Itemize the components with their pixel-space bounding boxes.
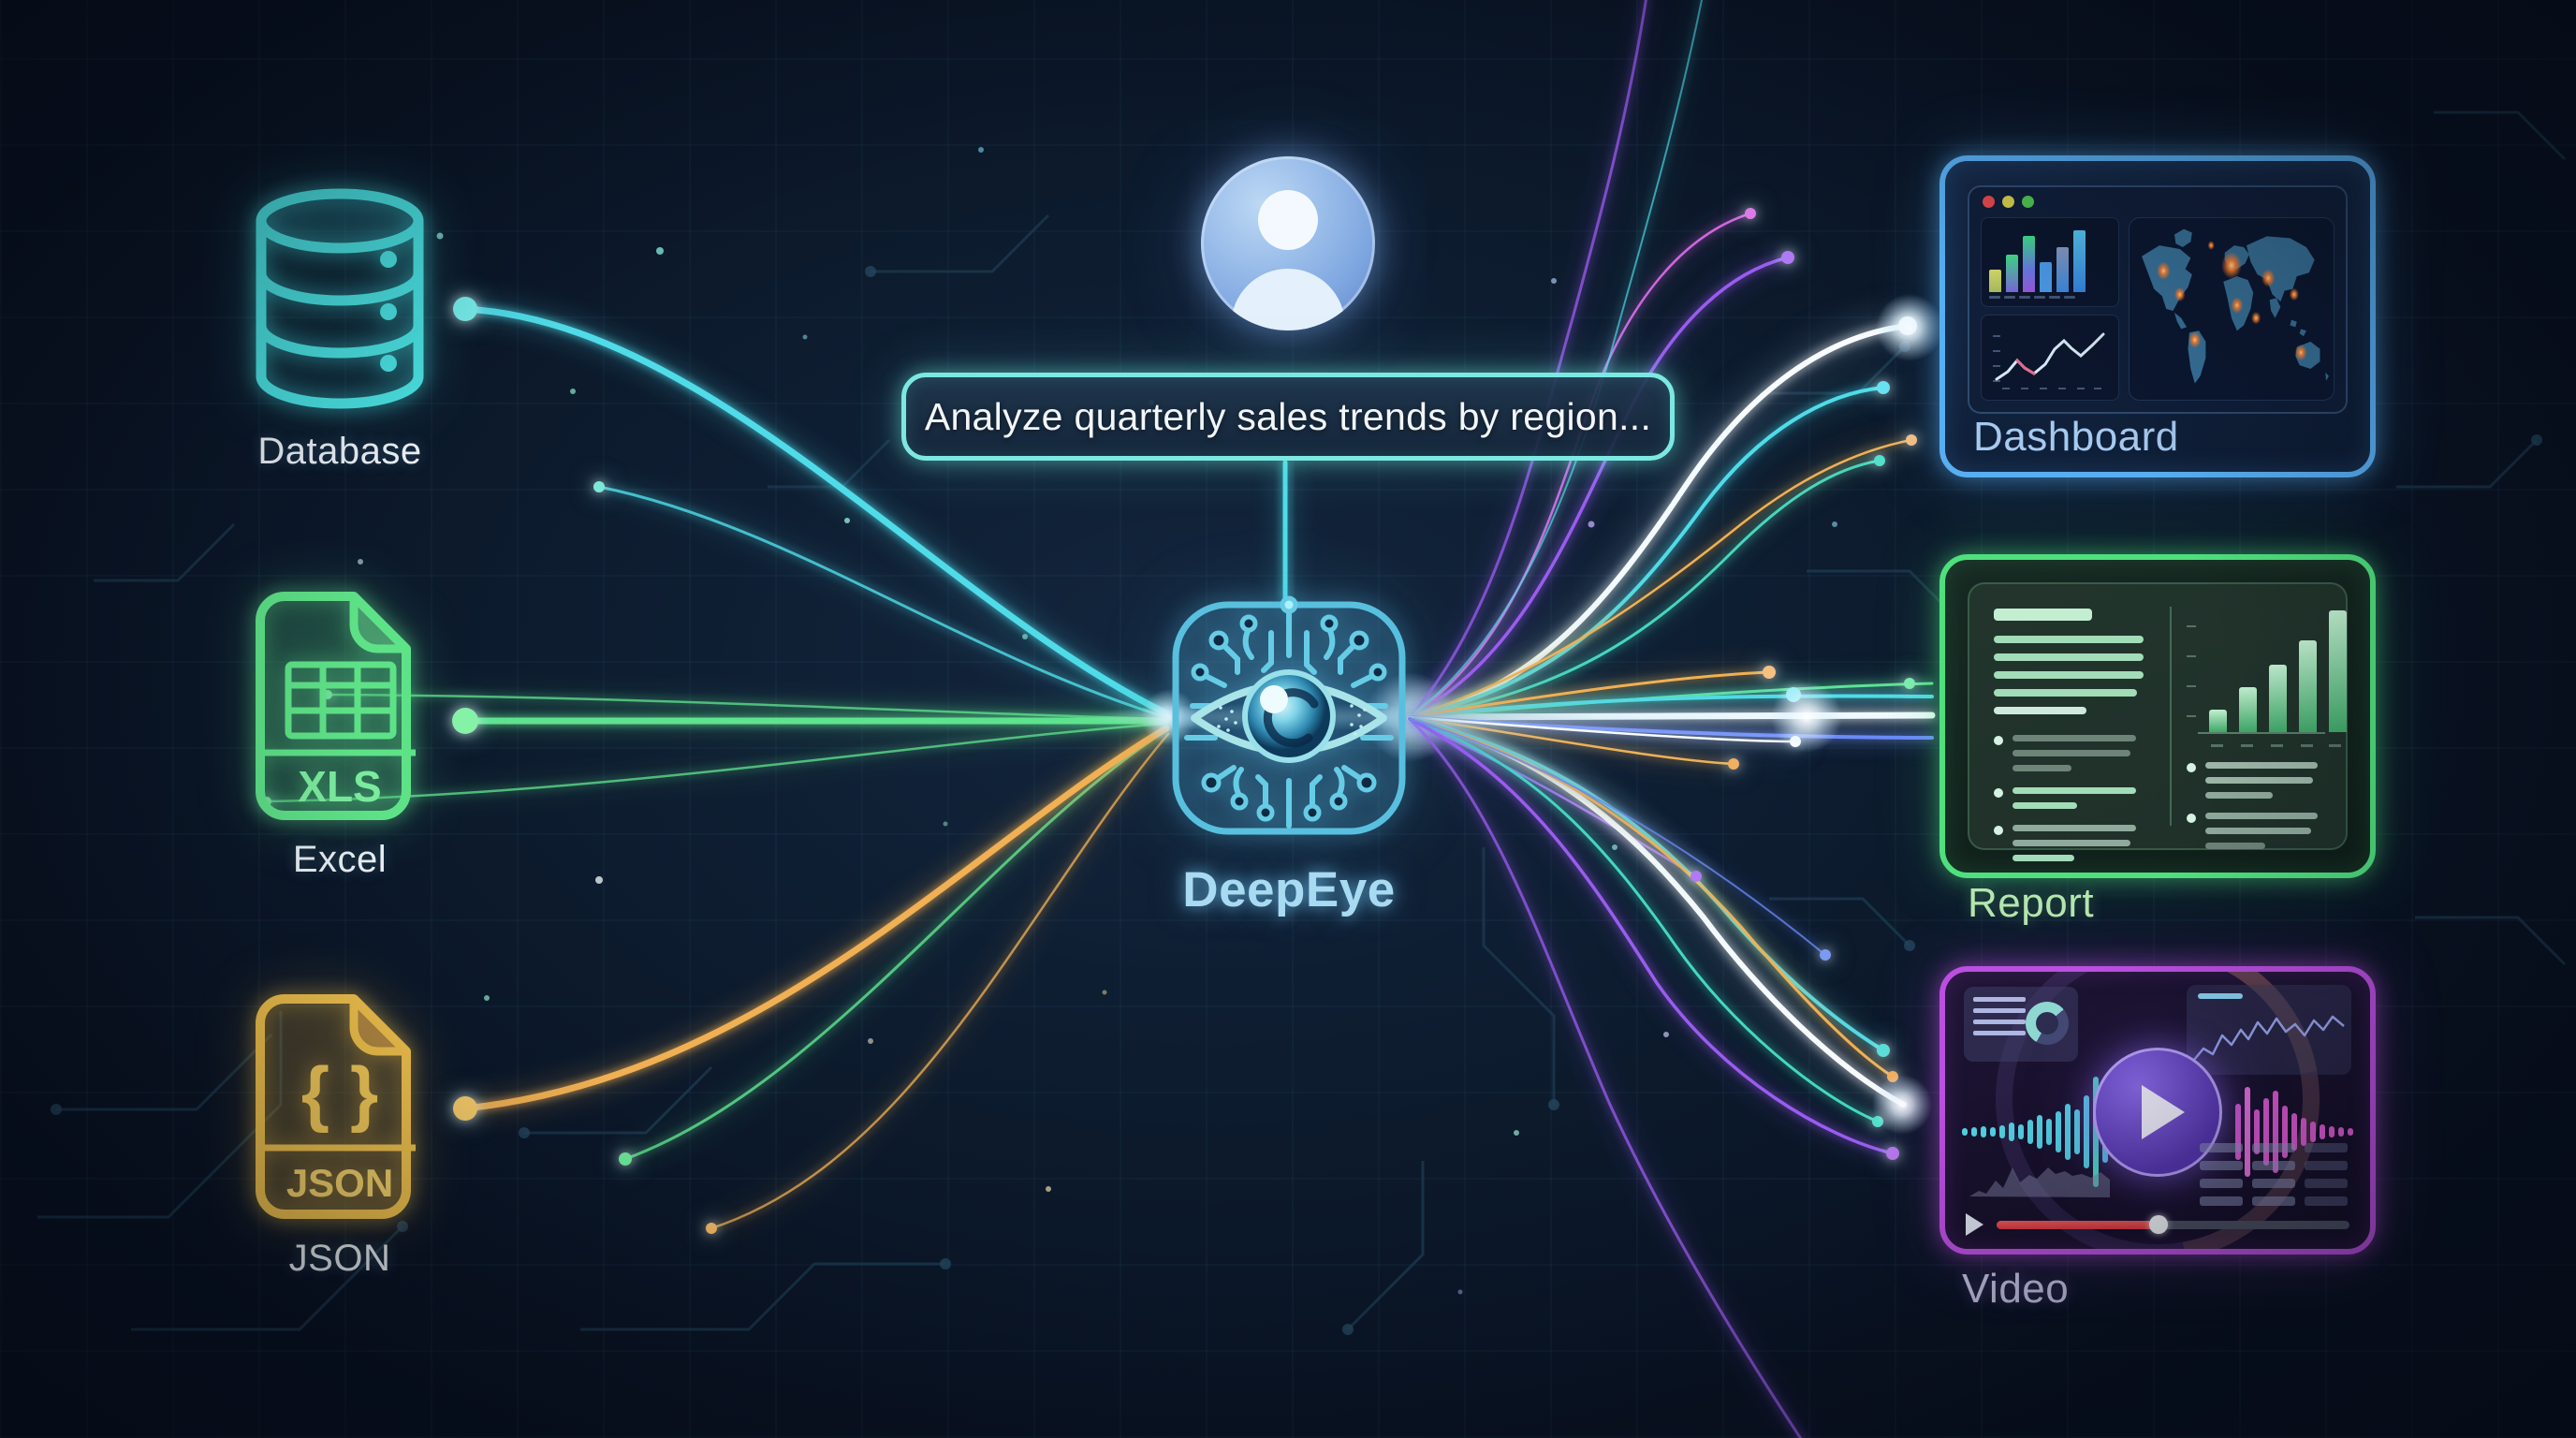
report-label: Report (1968, 880, 2095, 926)
avatar-torso (1231, 269, 1345, 330)
video-line-chart-panel (2187, 985, 2351, 1075)
output-card-report (1939, 554, 2376, 878)
video-stats-panel (1964, 987, 2078, 1062)
json-file-icon: { } JSON (256, 994, 416, 1219)
output-card-video (1939, 966, 2376, 1255)
line-chart-thumbnail (1981, 315, 2119, 401)
engine-name-label: DeepEye (1182, 862, 1396, 917)
deepeye-circuit-eye-icon (1172, 595, 1406, 835)
json-label: JSON (288, 1238, 391, 1279)
json-braces-glyph: { } (301, 1051, 378, 1134)
particle-dots (358, 147, 1837, 1295)
zoom-dot-icon (2022, 196, 2034, 208)
report-document (1968, 582, 2348, 861)
bar-chart-thumbnail (1981, 217, 2119, 307)
grey-waveform-decoration (1969, 1167, 2110, 1197)
donut-chart-icon (2026, 1002, 2069, 1045)
source-node-json: { } JSON JSON (245, 990, 434, 1280)
database-icon (256, 188, 424, 409)
dashboard-window (1968, 185, 2348, 414)
video-label: Video (1962, 1266, 2070, 1312)
database-label: Database (257, 431, 422, 472)
user-avatar-icon (1201, 156, 1375, 330)
play-triangle-icon (2142, 1085, 2185, 1139)
dashboard-label: Dashboard (1973, 414, 2179, 460)
report-column-divider (2170, 607, 2172, 826)
report-text-column (1994, 609, 2153, 861)
report-bar-chart (2187, 609, 2347, 749)
source-node-excel: XLS Excel (245, 588, 434, 881)
source-node-database: Database (242, 183, 438, 473)
json-badge: JSON (286, 1161, 393, 1205)
query-bubble[interactable]: Analyze quarterly sales trends by region… (901, 373, 1675, 461)
query-text: Analyze quarterly sales trends by region… (924, 394, 1652, 438)
minimize-dot-icon (2002, 196, 2014, 208)
small-play-icon[interactable] (1966, 1213, 1983, 1236)
excel-label: Excel (292, 839, 388, 880)
output-card-dashboard: Dashboard (1939, 155, 2376, 477)
progress-bar[interactable] (1997, 1215, 2349, 1234)
window-traffic-lights (1983, 196, 2034, 208)
progress-fill (1997, 1220, 2159, 1229)
avatar-head (1258, 190, 1318, 250)
video-controls (1966, 1211, 2349, 1238)
world-map-thumbnail (2129, 217, 2334, 401)
progress-knob[interactable] (2149, 1215, 2169, 1234)
xls-badge: XLS (298, 762, 381, 811)
audio-waveform-right (2235, 1062, 2353, 1202)
close-dot-icon (1983, 196, 1995, 208)
data-table-thumbnail (2200, 1143, 2348, 1206)
report-chart-column (2187, 609, 2347, 849)
xls-file-icon: XLS (256, 592, 416, 820)
play-button[interactable] (2093, 1048, 2222, 1177)
